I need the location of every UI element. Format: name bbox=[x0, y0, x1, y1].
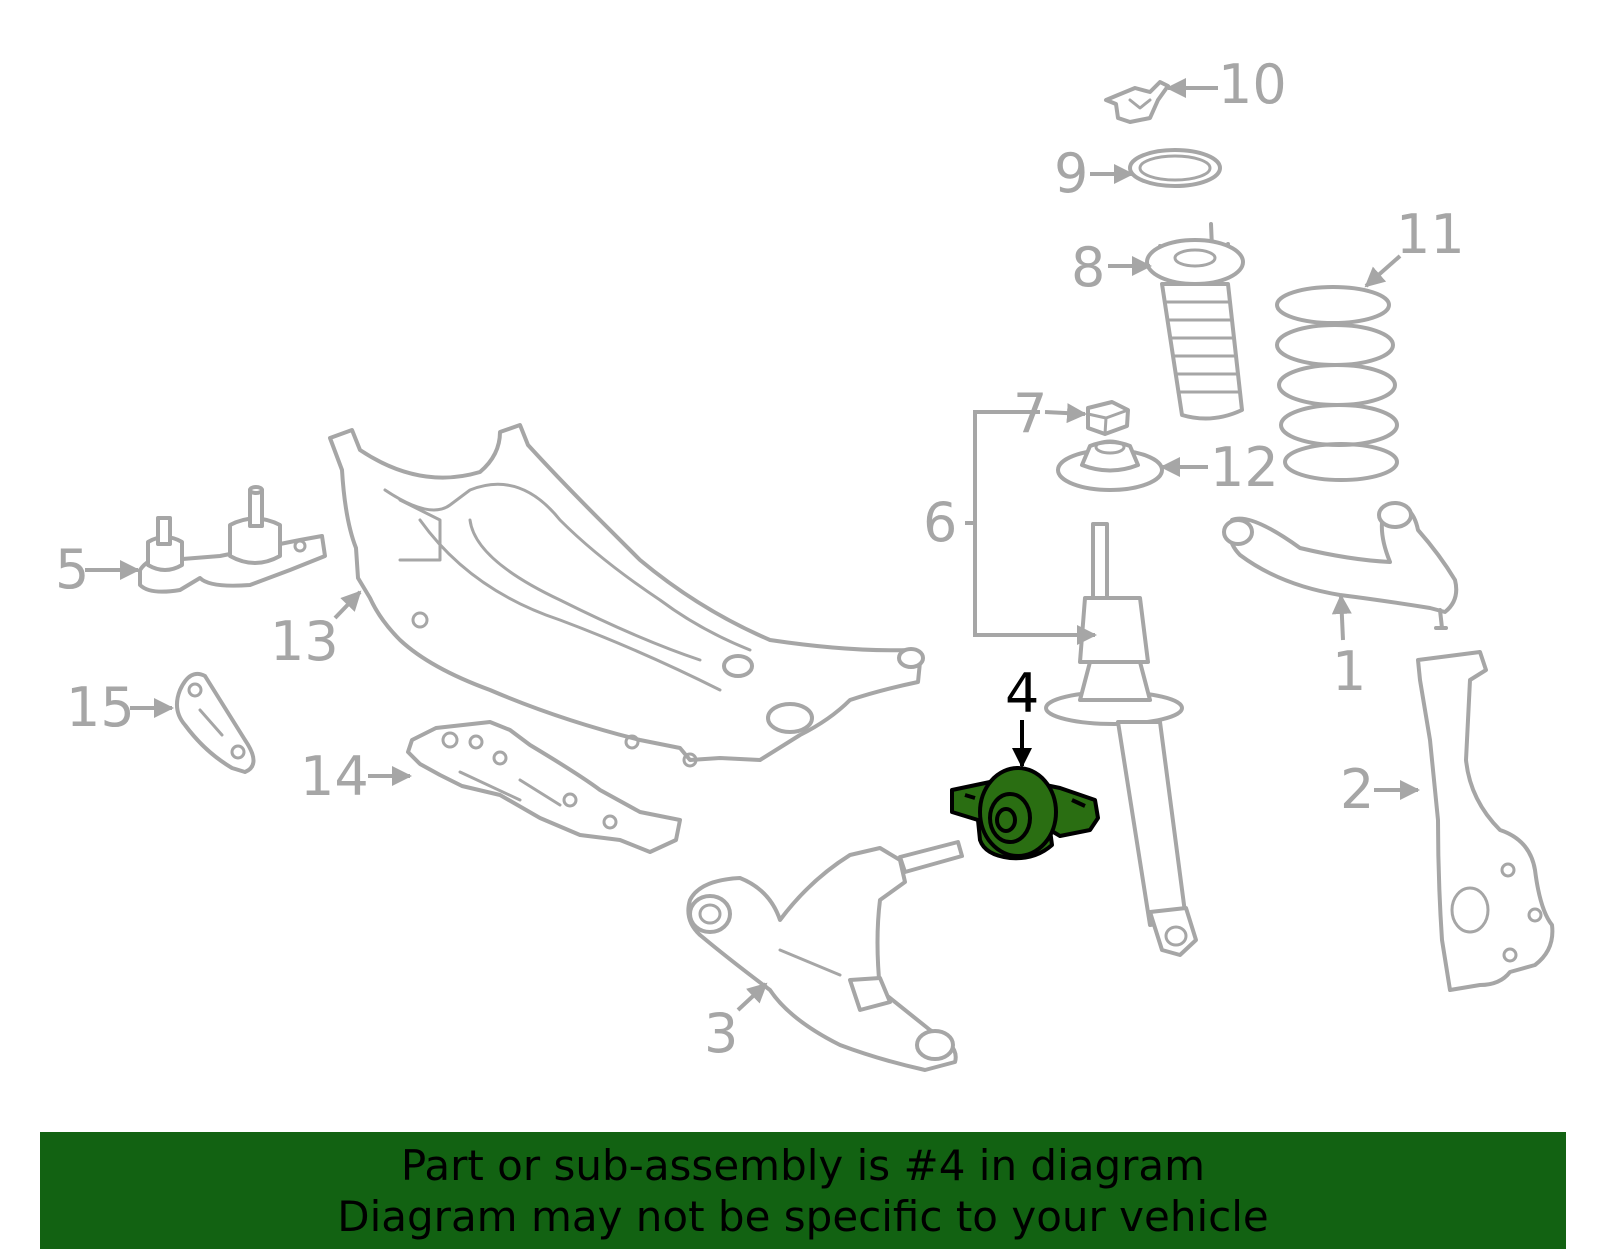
part-7-nut bbox=[1086, 400, 1130, 436]
callout-5: 5 bbox=[55, 538, 89, 601]
banner-line-part-number: Part or sub-assembly is #4 in diagram bbox=[400, 1141, 1206, 1190]
callout-1: 1 bbox=[1332, 640, 1366, 703]
leader-lines bbox=[85, 78, 1420, 1012]
part-11-coil-spring bbox=[1275, 285, 1399, 482]
callout-7: 7 bbox=[1013, 382, 1047, 445]
part-10-clip bbox=[1104, 80, 1170, 124]
callout-2: 2 bbox=[1340, 758, 1374, 821]
part-1-upper-control-arm bbox=[1222, 501, 1459, 630]
part-9-washer bbox=[1128, 148, 1222, 188]
part-8-strut-mount bbox=[1145, 222, 1245, 421]
callout-6: 6 bbox=[923, 491, 957, 554]
callout-13: 13 bbox=[270, 610, 339, 673]
callout-12: 12 bbox=[1210, 436, 1279, 499]
callout-15: 15 bbox=[66, 676, 135, 739]
part-3-lower-control-arm bbox=[686, 840, 964, 1072]
callout-4-highlighted: 4 bbox=[1005, 662, 1039, 725]
part-15-bracket bbox=[174, 671, 256, 774]
callout-9: 9 bbox=[1054, 142, 1088, 205]
part-12-spring-seat bbox=[1056, 439, 1164, 492]
callout-10: 10 bbox=[1218, 53, 1287, 116]
callout-11: 11 bbox=[1396, 203, 1465, 266]
diagram-notice-banner: Part or sub-assembly is #4 in diagram Di… bbox=[40, 1132, 1566, 1249]
callout-14: 14 bbox=[300, 745, 369, 808]
part-14-brace bbox=[406, 720, 682, 854]
part-5-mount-bracket bbox=[138, 485, 327, 594]
banner-line-disclaimer: Diagram may not be specific to your vehi… bbox=[337, 1192, 1269, 1241]
part-6-strut-assembly bbox=[1044, 522, 1198, 957]
part-2-knuckle bbox=[1416, 650, 1555, 992]
part-4-bushing-highlighted bbox=[950, 766, 1100, 861]
part-13-subframe bbox=[328, 423, 925, 768]
callout-8: 8 bbox=[1071, 236, 1105, 299]
callout-3: 3 bbox=[704, 1002, 738, 1065]
